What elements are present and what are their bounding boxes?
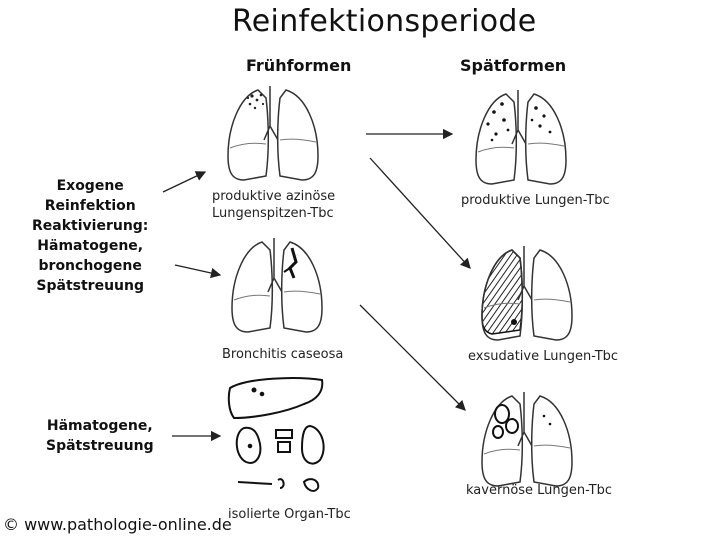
cause-line: bronchogene: [38, 258, 142, 274]
cause-label-reinfection: Exogene Reinfektion Reaktivierung: Hämat…: [32, 176, 148, 296]
caption-line: Lungenspitzen-Tbc: [212, 206, 334, 221]
lung-illustration-late-3: [481, 391, 573, 487]
column-heading-late: Spätformen: [460, 56, 567, 75]
diagram-title: Reinfektionsperiode: [232, 4, 537, 39]
cause-line: Exogene: [56, 178, 124, 194]
lung-illustration-early-2: [231, 237, 323, 333]
arrow-early2-to-late3: [359, 304, 466, 411]
late-form-caption-1: produktive Lungen-Tbc: [461, 193, 610, 208]
arrow-early1-to-late2: [369, 157, 471, 269]
early-form-caption-1: produktive azinöse Lungenspitzen-Tbc: [212, 188, 335, 222]
arrow-cause-to-early-2: [174, 264, 222, 279]
late-form-caption-3: kavernöse Lungen-Tbc: [466, 483, 612, 498]
caption-line: produktive azinöse: [212, 189, 336, 204]
cause-line: Reinfektion: [44, 198, 136, 214]
cause-line: Spätstreuung: [46, 438, 154, 454]
lung-illustration-early-1: [227, 85, 319, 181]
early-form-caption-3: isolierte Organ-Tbc: [228, 507, 351, 522]
cause-line: Reaktivierung:: [32, 218, 149, 234]
early-form-caption-2: Bronchitis caseosa: [222, 347, 344, 362]
lung-illustration-late-1: [475, 89, 567, 185]
lung-illustration-late-2: [481, 245, 573, 341]
column-heading-early: Frühformen: [246, 56, 352, 75]
cause-line: Hämatogene,: [37, 238, 144, 254]
arrow-cause-to-early-1: [162, 171, 207, 193]
copyright-credit: © www.pathologie-online.de: [3, 515, 232, 534]
organ-illustration-early-3: [227, 377, 325, 492]
late-form-caption-2: exsudative Lungen-Tbc: [468, 349, 619, 364]
cause-line: Spätstreuung: [36, 278, 144, 294]
cause-line: Hämatogene,: [46, 418, 153, 434]
cause-label-hematogenous: Hämatogene, Spätstreuung: [46, 416, 154, 456]
